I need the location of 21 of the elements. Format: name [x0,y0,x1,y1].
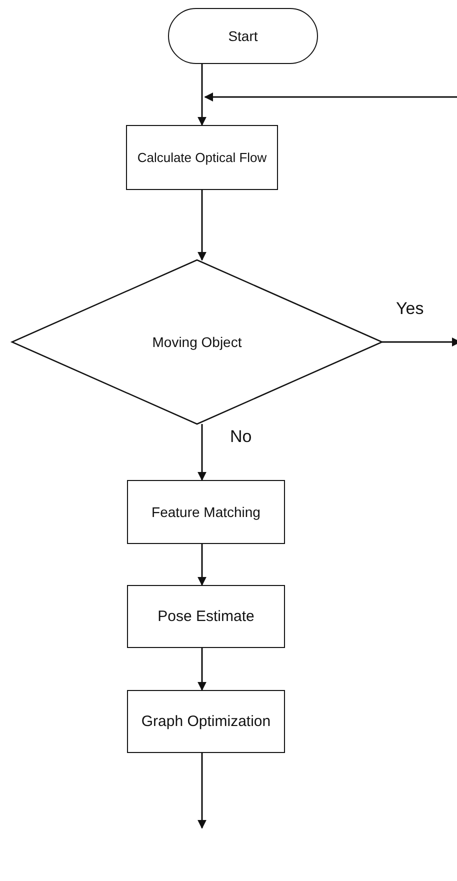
decision-diamond [12,260,382,424]
process-box [127,480,285,544]
node-label: Moving Object [152,334,242,350]
arrow [198,190,206,261]
edge-label: No [230,428,252,445]
node-label: Start [228,28,258,44]
process-box [126,125,278,190]
edge-label: Yes [396,300,424,317]
arrow [198,64,206,126]
node-label: Pose Estimate [158,608,254,625]
arrow [204,92,457,102]
node-label: Graph Optimization [141,713,271,730]
process-box [127,585,285,648]
arrow [198,544,206,586]
arrow [198,424,206,481]
arrow [198,753,206,829]
arrow [198,648,206,691]
process-box [127,690,285,753]
node-label: Calculate Optical Flow [137,150,267,165]
node-label: Feature Matching [152,504,260,520]
arrow [382,338,457,346]
